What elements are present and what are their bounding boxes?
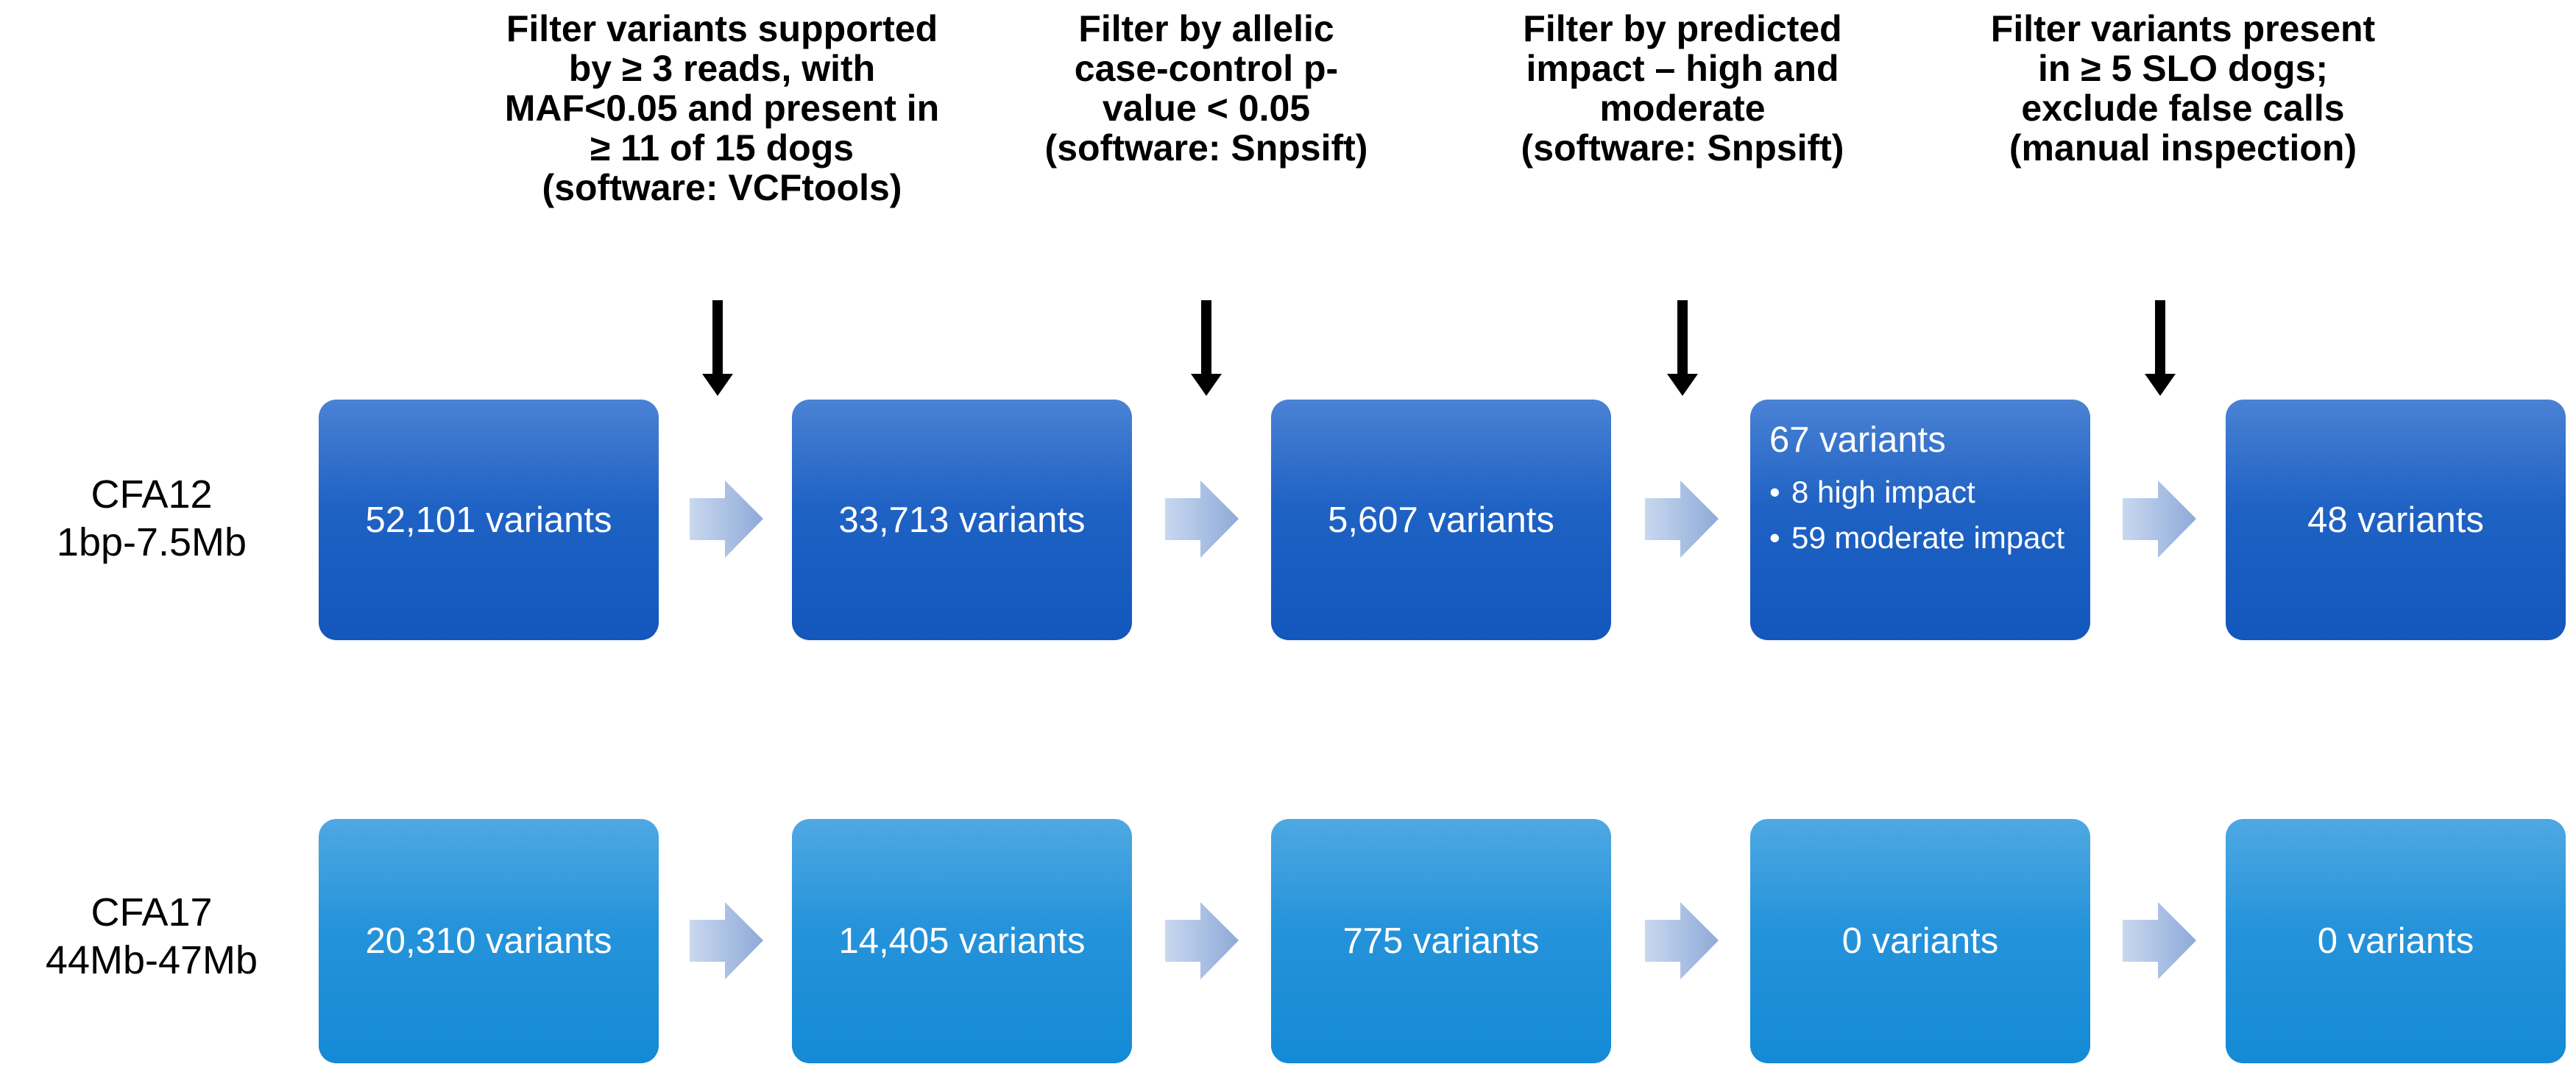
right-arrow-icon [1645,902,1719,979]
filter-step-3-label: Filter by predicted impact – high and mo… [1521,8,1844,169]
down-arrow-icon [2145,300,2176,396]
right-arrow-icon [2123,481,2196,558]
bullet-icon: • [1769,520,1780,556]
cfa17-step-4-box: 0 variants [1750,819,2090,1063]
variant-count: 20,310 variants [365,921,612,961]
right-arrow-icon [1165,481,1239,558]
down-arrow-icon [702,300,733,396]
right-arrow-icon [1645,481,1719,558]
variant-count: 48 variants [2307,500,2484,540]
cfa17-step-5-box: 0 variants [2226,819,2566,1063]
right-arrow-icon [690,481,763,558]
impact-breakdown-list: • 8 high impact • 59 moderate impact [1769,474,2064,566]
row-label-cfa12: CFA12 1bp-7.5Mb [56,472,247,564]
variant-count: 0 variants [2317,921,2474,961]
filter-step-4-label: Filter variants present in ≥ 5 SLO dogs;… [1990,8,2376,169]
right-arrow-icon [2123,902,2196,979]
variant-count: 67 variants [1769,420,1946,460]
right-arrow-icon [1165,902,1239,979]
cfa17-step-2-box: 14,405 variants [792,819,1132,1063]
cfa12-step-1-box: 52,101 variants [319,400,659,640]
cfa12-step-4-box: 67 variants • 8 high impact • 59 moderat… [1750,400,2090,640]
list-item: • 59 moderate impact [1769,520,2064,556]
bullet-icon: • [1769,474,1780,509]
list-item: • 8 high impact [1769,474,2064,511]
cfa12-step-5-box: 48 variants [2226,400,2566,640]
cfa17-step-1-box: 20,310 variants [319,819,659,1063]
variant-count: 775 variants [1342,921,1540,961]
right-arrow-icon [690,902,763,979]
cfa12-step-3-box: 5,607 variants [1271,400,1611,640]
down-arrow-icon [1191,300,1222,396]
variant-count: 5,607 variants [1328,500,1554,540]
filter-step-1-label: Filter variants supported by ≥ 3 reads, … [504,8,940,208]
variant-count: 14,405 variants [838,921,1086,961]
variant-count: 33,713 variants [838,500,1086,540]
down-arrow-icon [1667,300,1698,396]
filter-step-2-label: Filter by allelic case-control p- value … [1044,8,1368,169]
cfa12-step-2-box: 33,713 variants [792,400,1132,640]
cfa17-step-3-box: 775 variants [1271,819,1611,1063]
variant-count: 0 variants [1841,921,1999,961]
row-label-cfa17: CFA17 44Mb-47Mb [45,890,258,982]
variant-count: 52,101 variants [365,500,612,540]
